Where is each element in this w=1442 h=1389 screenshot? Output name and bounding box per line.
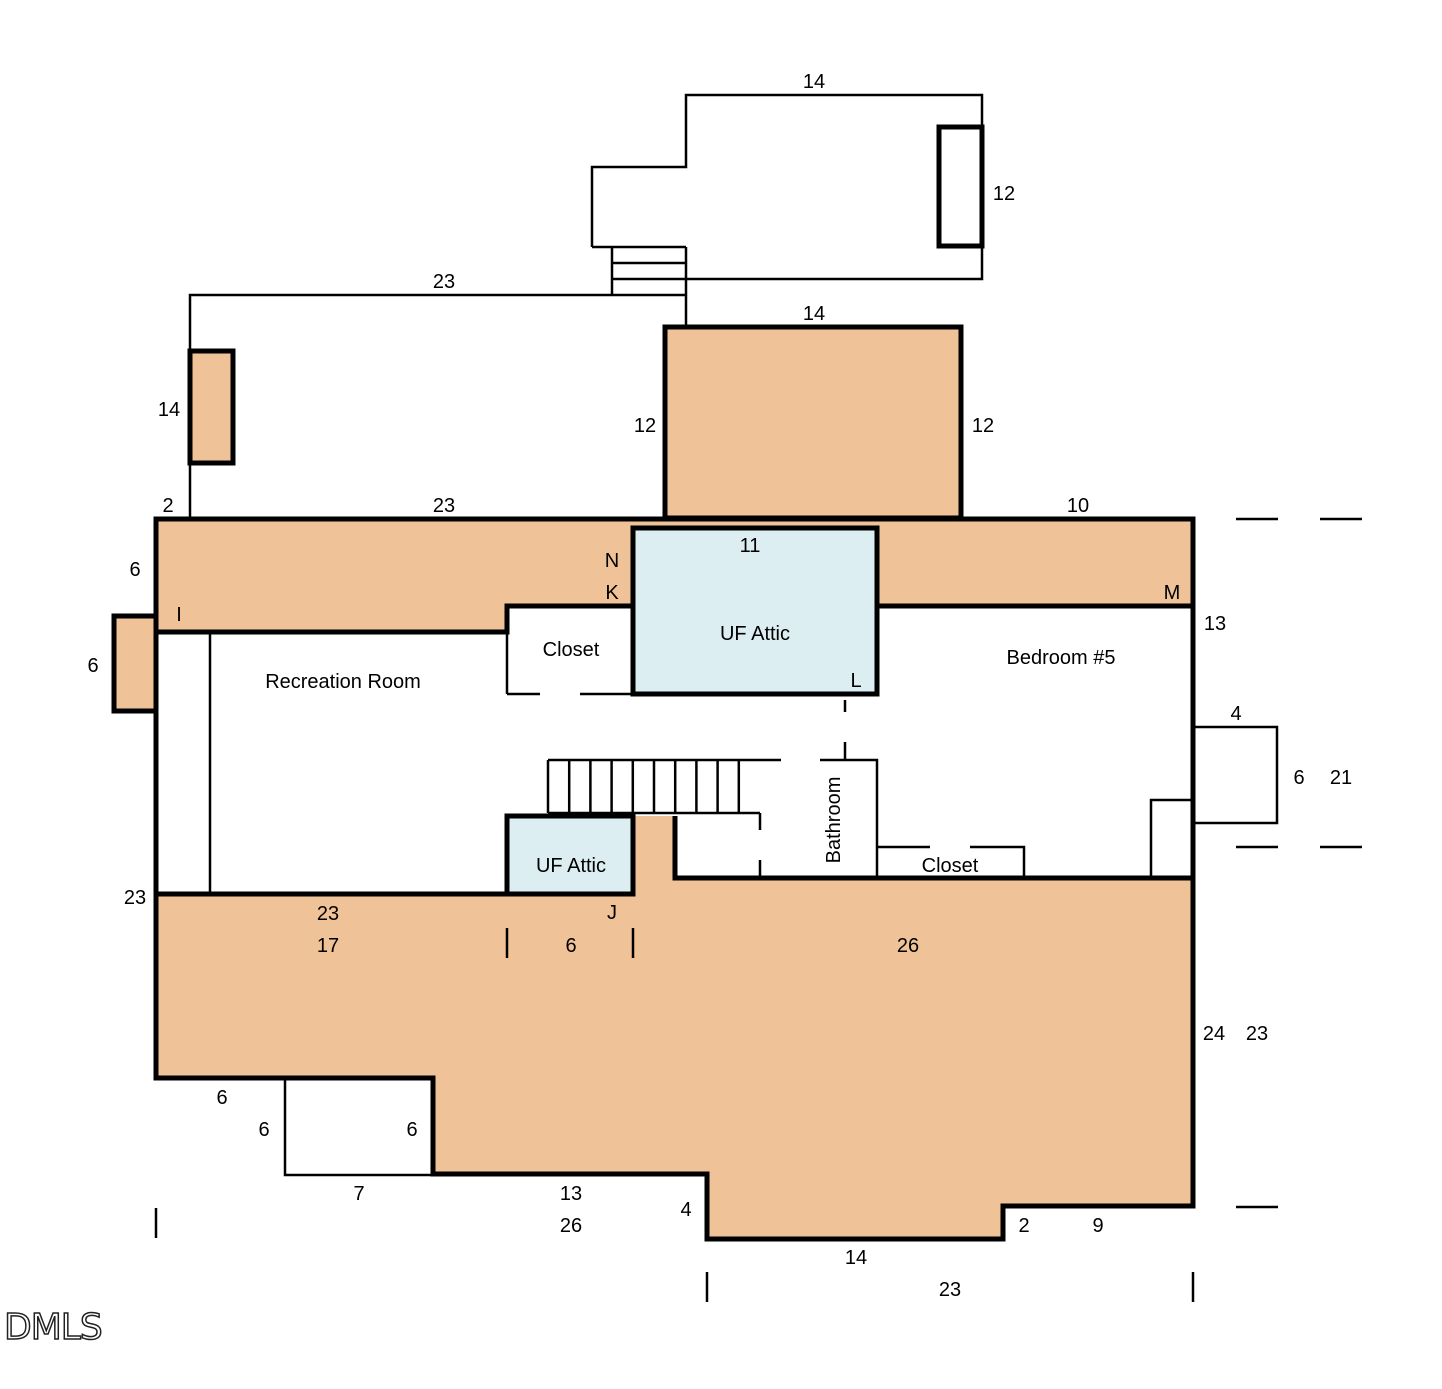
dim-label: 13 <box>560 1183 582 1205</box>
middle-deck <box>188 293 686 518</box>
dim-label: 2 <box>1018 1215 1029 1237</box>
room-labels: Recreation Room Bedroom #5 Closet Closet… <box>265 623 1115 877</box>
dim-label: 6 <box>87 655 98 677</box>
room-label-recreation: Recreation Room <box>265 671 421 693</box>
closet-upper <box>505 632 633 696</box>
dim-label: 6 <box>129 559 140 581</box>
dim-label: 6 <box>258 1119 269 1141</box>
dim-label: 14 <box>803 71 825 93</box>
dimension-labels: 14 12 23 14 14 12 12 2 23 10 11 6 6 13 4… <box>87 71 1352 1301</box>
dim-label: 26 <box>897 935 919 957</box>
dim-label: 13 <box>1204 613 1226 635</box>
dim-label: 4 <box>680 1199 691 1221</box>
dim-label: 10 <box>1067 495 1089 517</box>
dim-label: 12 <box>993 183 1015 205</box>
dim-label: 14 <box>845 1247 867 1269</box>
right-bump <box>1193 725 1279 825</box>
deck-feature-left <box>187 348 236 466</box>
room-label-closet-upper: Closet <box>543 639 600 661</box>
dim-label: 12 <box>972 415 994 437</box>
dim-label: 6 <box>1293 767 1304 789</box>
dim-label: 6 <box>216 1087 227 1109</box>
dim-label: 11 <box>740 535 761 557</box>
dim-label: 23 <box>1246 1023 1268 1045</box>
point-k: K <box>605 582 619 604</box>
dim-label: 14 <box>803 303 825 325</box>
room-label-bedroom: Bedroom #5 <box>1007 647 1116 669</box>
bottom-porch <box>283 1078 433 1177</box>
dim-label: 17 <box>317 935 339 957</box>
dim-label: 21 <box>1330 767 1352 789</box>
uf-attic-upper <box>630 525 880 697</box>
dim-label: 24 <box>1203 1023 1225 1045</box>
watermark-logo: DMLS <box>4 1307 102 1348</box>
room-label-bathroom: Bathroom <box>823 777 845 864</box>
deck-stairs <box>610 247 686 295</box>
dim-label: 2 <box>162 495 173 517</box>
room-label-closet-lower: Closet <box>922 855 979 877</box>
left-bump <box>111 613 159 714</box>
dim-label: 23 <box>433 271 455 293</box>
dim-label: 12 <box>634 415 656 437</box>
upper-addition <box>662 324 964 521</box>
uf-attic-lower <box>504 813 636 897</box>
deck-feature-right <box>936 124 985 249</box>
dim-label: 14 <box>158 399 180 421</box>
bathroom-walls <box>758 700 1193 878</box>
point-m: M <box>1164 582 1181 604</box>
point-n: N <box>605 550 619 572</box>
finished-interior <box>156 606 1193 894</box>
dim-label: 23 <box>433 495 455 517</box>
interior-walls <box>153 519 1196 1206</box>
dim-label: 9 <box>1092 1215 1103 1237</box>
dim-label: 4 <box>1230 703 1241 725</box>
point-l: L <box>850 670 861 692</box>
dim-label: 26 <box>560 1215 582 1237</box>
interior-stairs <box>546 758 781 815</box>
point-labels: I J K L M N <box>176 550 1180 924</box>
dim-label: 6 <box>565 935 576 957</box>
room-label-uf-attic-upper: UF Attic <box>720 623 790 645</box>
dim-label: 6 <box>406 1119 417 1141</box>
upper-deck <box>590 93 984 326</box>
dim-label: 23 <box>317 903 339 925</box>
dimension-ticks <box>154 517 1362 1302</box>
point-i: I <box>176 604 182 626</box>
room-label-uf-attic-lower: UF Attic <box>536 855 606 877</box>
dim-label: 23 <box>939 1279 961 1301</box>
point-j: J <box>607 902 617 924</box>
dim-label: 7 <box>353 1183 364 1205</box>
dim-label: 23 <box>124 887 146 909</box>
